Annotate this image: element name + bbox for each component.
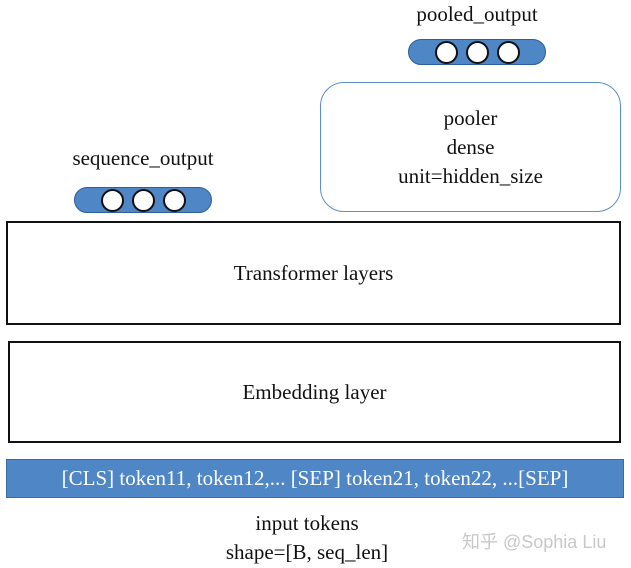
embedding-layer-box: Embedding layer <box>8 341 621 443</box>
vector-element-circle <box>162 188 186 212</box>
embedding-layer-label: Embedding layer <box>242 379 387 404</box>
vector-element-circle <box>131 188 155 212</box>
vector-element-circle <box>465 40 489 64</box>
vector-element-circle <box>100 188 124 212</box>
pooled-output-label: pooled_output <box>416 2 538 26</box>
transformer-layers-label: Transformer layers <box>233 260 394 285</box>
pooler-label: pooler <box>443 105 498 130</box>
vector-element-circle <box>496 40 520 64</box>
transformer-layers-box: Transformer layers <box>6 221 621 325</box>
zhihu-watermark: 知乎 @Sophia Liu <box>462 532 607 552</box>
vector-element-circle <box>434 40 458 64</box>
input-tokens-caption: input tokens <box>255 511 359 535</box>
pooler-unit-label: unit=hidden_size <box>398 163 543 188</box>
sequence-output-vector <box>74 187 212 213</box>
input-tokens-sequence: [CLS] token11, token12,... [SEP] token21… <box>61 466 569 490</box>
input-tokens-bar: [CLS] token11, token12,... [SEP] token21… <box>6 459 624 498</box>
input-shape-caption: shape=[B, seq_len] <box>225 540 389 564</box>
pooled-output-vector <box>408 39 546 65</box>
pooler-dense-label: dense <box>446 134 495 159</box>
sequence-output-label: sequence_output <box>72 146 214 170</box>
pooler-dense-box: pooler dense unit=hidden_size <box>320 82 621 212</box>
